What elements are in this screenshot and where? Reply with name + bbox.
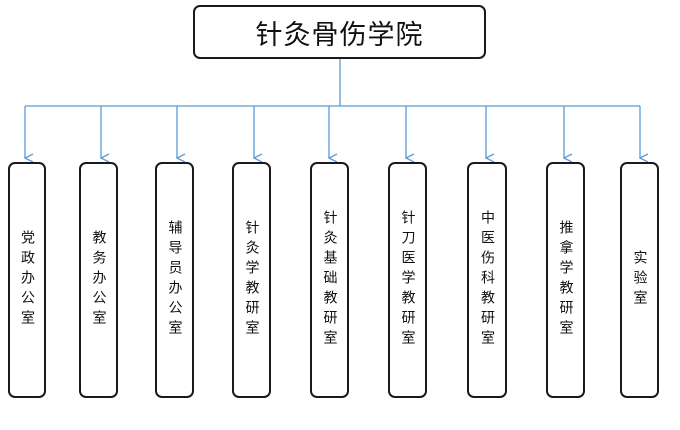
dept-node-label: 针灸基础教研室 <box>321 210 338 350</box>
dept-node-label: 针灸学教研室 <box>243 220 260 340</box>
dept-node-label: 党政办公室 <box>19 230 35 330</box>
dept-node: 针灸学教研室 <box>232 162 271 398</box>
dept-node: 实验室 <box>620 162 659 398</box>
dept-node: 推拿学教研室 <box>546 162 585 398</box>
dept-node-label: 推拿学教研室 <box>557 220 574 340</box>
root-node: 针灸骨伤学院 <box>193 5 486 59</box>
dept-node-label: 针刀医学教研室 <box>399 210 416 350</box>
dept-node-label: 实验室 <box>631 250 648 310</box>
dept-node-label: 辅导员办公室 <box>166 220 183 340</box>
dept-node: 教务办公室 <box>79 162 118 398</box>
dept-node: 党政办公室 <box>8 162 46 398</box>
dept-node: 辅导员办公室 <box>155 162 194 398</box>
dept-node: 针刀医学教研室 <box>388 162 427 398</box>
dept-node-label: 教务办公室 <box>90 230 107 330</box>
dept-node-label: 中医伤科教研室 <box>479 210 495 350</box>
dept-node: 针灸基础教研室 <box>310 162 349 398</box>
dept-node: 中医伤科教研室 <box>467 162 507 398</box>
root-node-label: 针灸骨伤学院 <box>255 19 424 51</box>
